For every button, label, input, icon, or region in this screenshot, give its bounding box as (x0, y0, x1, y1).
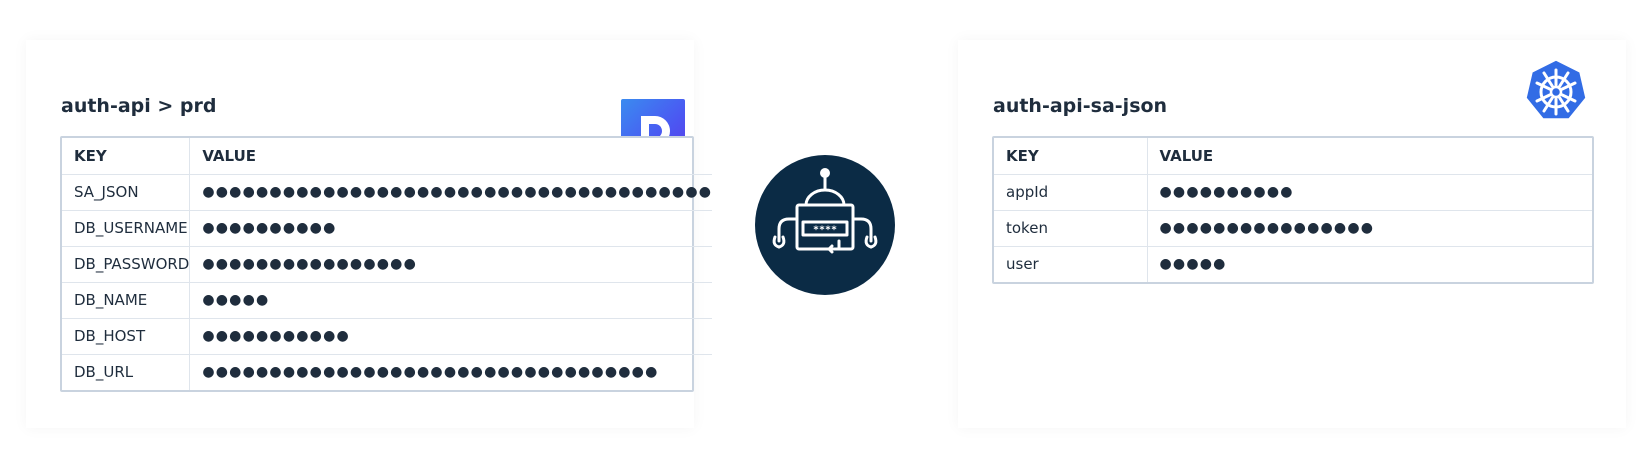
secret-value-masked: ●●●●●●●●●●●●●●●●●●●●●●●●●●●●●●●●●● (189, 353, 713, 390)
password-mask-text: **** (813, 225, 837, 236)
secret-key: DB_NAME (62, 281, 191, 318)
secret-value-masked: ●●●●●●●●●● (1147, 173, 1592, 210)
table-row[interactable]: appId ●●●●●●●●●● (994, 173, 1592, 210)
table-row[interactable]: user ●●●●● (994, 245, 1592, 282)
doppler-secrets-table: KEY VALUE SA_JSON ●●●●●●●●●●●●●●●●●●●●●●… (60, 136, 713, 392)
table-row[interactable]: token ●●●●●●●●●●●●●●●● (994, 209, 1592, 246)
secret-value-masked: ●●●●● (1147, 245, 1592, 282)
table-row[interactable]: DB_URL ●●●●●●●●●●●●●●●●●●●●●●●●●●●●●●●●●… (62, 353, 713, 390)
secret-value-masked: ●●●●●●●●●●● (189, 317, 713, 354)
doppler-secrets-card: auth-api > prd KEY VALUE SA_JSON ●●●●●●●… (26, 40, 713, 428)
column-header-value: VALUE (202, 146, 256, 165)
table-row[interactable]: DB_NAME ●●●●● (62, 281, 713, 318)
secret-key: DB_USERNAME (62, 209, 191, 246)
secret-value-masked: ●●●●●●●●●● (189, 209, 713, 246)
secret-key: SA_JSON (62, 173, 191, 210)
kubernetes-secret-card: auth-api-sa-json KEY VALUE appId ●●●●●●●… (958, 40, 1626, 428)
secret-value-masked: ●●●●●●●●●●●●●●●● (1147, 209, 1592, 246)
secret-key: DB_PASSWORD (62, 245, 191, 282)
table-row[interactable]: SA_JSON ●●●●●●●●●●●●●●●●●●●●●●●●●●●●●●●●… (62, 173, 713, 210)
column-header-value: VALUE (1159, 146, 1214, 165)
table-row[interactable]: DB_PASSWORD ●●●●●●●●●●●●●●●● (62, 245, 713, 282)
kubernetes-secret-table: KEY VALUE appId ●●●●●●●●●● token ●●●●●●●… (992, 136, 1594, 284)
secret-key: DB_HOST (62, 317, 191, 354)
secret-value-masked: ●●●●●●●●●●●●●●●●●●●●●●●●●●●●●●●●●●●●●● (189, 173, 713, 210)
kubernetes-secret-title: auth-api-sa-json (993, 95, 1168, 117)
kubernetes-logo-icon (1523, 58, 1589, 124)
secret-key: token (994, 209, 1148, 246)
table-row[interactable]: DB_USERNAME ●●●●●●●●●● (62, 209, 713, 246)
table-header-row: KEY VALUE (62, 138, 712, 174)
robot-password-icon: **** (755, 155, 895, 295)
secret-key: user (994, 245, 1148, 282)
column-header-key: KEY (62, 138, 191, 174)
secret-value-masked: ●●●●●●●●●●●●●●●● (189, 245, 713, 282)
column-header-key: KEY (994, 138, 1148, 174)
secret-key: appId (994, 173, 1148, 210)
secret-key: DB_URL (62, 353, 191, 390)
table-row[interactable]: DB_HOST ●●●●●●●●●●● (62, 317, 713, 354)
table-header-row: KEY VALUE (994, 138, 1592, 174)
secret-value-masked: ●●●●● (189, 281, 713, 318)
doppler-config-title: auth-api > prd (61, 95, 217, 117)
